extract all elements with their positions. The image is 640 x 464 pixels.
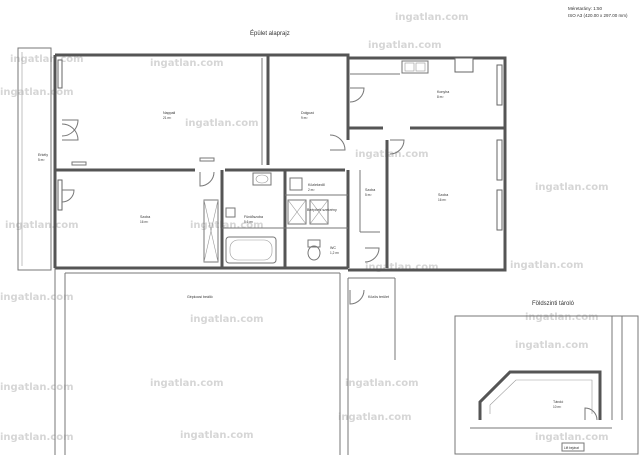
watermark: ingatlan.com: [150, 378, 224, 389]
closet-unit: [309, 199, 329, 225]
lift-entrance-label: Lift bejárat: [564, 446, 579, 450]
watermark: ingatlan.com: [180, 430, 254, 441]
toilet-bowl: [307, 245, 321, 261]
storage-room-walls: [478, 370, 602, 420]
watermark: ingatlan.com: [535, 432, 609, 443]
door-swing: [61, 123, 79, 141]
room-beepitett-szekreny-name: Beépített szekrény: [307, 208, 337, 212]
door-swing: [329, 134, 346, 151]
watermark-layer: ingatlan.com ingatlan.com ingatlan.com i…: [0, 12, 609, 443]
room-szoba-hall-area: 5 m²: [365, 193, 371, 197]
washbasin-bowl: [255, 174, 269, 184]
room-szoba-right-name: Szoba: [438, 193, 448, 197]
storage-room-name: Tároló: [553, 400, 563, 404]
room-gepkocsi-beallo-name: Gépkocsi beálló: [187, 295, 213, 299]
boiler: [289, 177, 303, 191]
lift-entrance-box: [561, 442, 585, 452]
window: [496, 139, 503, 181]
bathtub: [225, 236, 277, 264]
radiator: [199, 157, 215, 162]
door-swing: [389, 139, 405, 155]
watermark: ingatlan.com: [10, 54, 84, 65]
window: [496, 64, 503, 106]
room-nappali-area: 21 m²: [163, 116, 171, 120]
storage-room-area: 10 m²: [553, 405, 561, 409]
door-swing: [61, 119, 79, 137]
room-wc-area: 1,2 m²: [330, 251, 339, 255]
door-swing: [349, 289, 365, 305]
annex-title: Földszinti tároló: [532, 301, 575, 307]
doors: [61, 87, 405, 305]
annex-frame: [454, 315, 639, 455]
wardrobe: [203, 199, 219, 263]
room-konyha-name: Konyha: [437, 90, 449, 94]
building-walls: [17, 47, 507, 272]
room-szoba-hall-name: Szoba: [365, 188, 375, 192]
room-erkely-area: 5 m²: [38, 158, 44, 162]
parking-area: Gépkocsi beálló Közös terület: [54, 268, 396, 455]
window: [57, 179, 63, 211]
watermark: ingatlan.com: [0, 432, 74, 443]
sink-basin: [404, 62, 415, 72]
scale-ratio: Méretarány: 1:50: [568, 6, 603, 11]
storage-annex: Földszinti tároló Tároló 10 m² Lift bejá…: [454, 301, 639, 455]
sink-basin: [415, 62, 426, 72]
scale-paper-size: ISO A3 (420.00 x 297.00 mm): [568, 13, 628, 18]
window: [57, 59, 63, 89]
room-labels: Erkély 5 m² Nappali 21 m² Dolgozó 9 m² K…: [38, 90, 449, 255]
room-wc-name: WC: [330, 246, 336, 250]
watermark: ingatlan.com: [510, 260, 584, 271]
window: [496, 189, 503, 231]
room-furdoszoba-name: Fürdőszoba: [244, 215, 263, 219]
watermark: ingatlan.com: [190, 314, 264, 325]
room-szoba-left-area: 16 m²: [140, 220, 148, 224]
room-nappali-name: Nappali: [163, 111, 175, 115]
door-swing: [584, 407, 598, 421]
room-furdoszoba-area: 5,6 m²: [244, 220, 253, 224]
watermark: ingatlan.com: [525, 312, 599, 323]
watermark: ingatlan.com: [190, 220, 264, 231]
door-swing: [199, 171, 215, 187]
watermark: ingatlan.com: [535, 182, 609, 193]
watermark: ingatlan.com: [5, 220, 79, 231]
door-swing: [349, 87, 365, 103]
door-swing: [364, 247, 380, 263]
watermark: ingatlan.com: [365, 262, 439, 273]
toilet-tank: [307, 239, 321, 248]
bathtub-inner: [229, 239, 273, 261]
washbasin: [252, 172, 272, 186]
door-swing: [61, 189, 75, 203]
plan-title: Épület alaprajz: [250, 30, 290, 37]
watermark: ingatlan.com: [150, 58, 224, 69]
watermark: ingatlan.com: [345, 378, 419, 389]
radiator: [71, 161, 87, 166]
fixtures: [71, 60, 429, 264]
room-szoba-right-area: 16 m²: [438, 198, 446, 202]
room-kozlekedo-area: 2 m²: [308, 188, 314, 192]
watermark: ingatlan.com: [0, 87, 74, 98]
room-dolgozo-name: Dolgozó: [301, 111, 314, 115]
room-konyha-area: 8 m²: [437, 95, 443, 99]
windows: [57, 57, 503, 231]
watermark: ingatlan.com: [0, 292, 74, 303]
watermark: ingatlan.com: [355, 149, 429, 160]
room-kozlekedo-name: Közlekedő: [308, 183, 325, 187]
washing-machine: [225, 207, 236, 218]
closet-unit: [287, 199, 307, 225]
room-erkely-name: Erkély: [38, 153, 48, 157]
watermark: ingatlan.com: [368, 40, 442, 51]
window: [454, 57, 474, 73]
watermark: ingatlan.com: [395, 12, 469, 23]
kitchen-sink: [401, 60, 429, 74]
watermark: ingatlan.com: [0, 382, 74, 393]
watermark: ingatlan.com: [515, 340, 589, 351]
watermark: ingatlan.com: [338, 412, 412, 423]
room-kozos-terulet-name: Közös terület: [368, 295, 389, 299]
room-szoba-left-name: Szoba: [140, 215, 150, 219]
watermark: ingatlan.com: [185, 118, 259, 129]
room-dolgozo-area: 9 m²: [301, 116, 307, 120]
